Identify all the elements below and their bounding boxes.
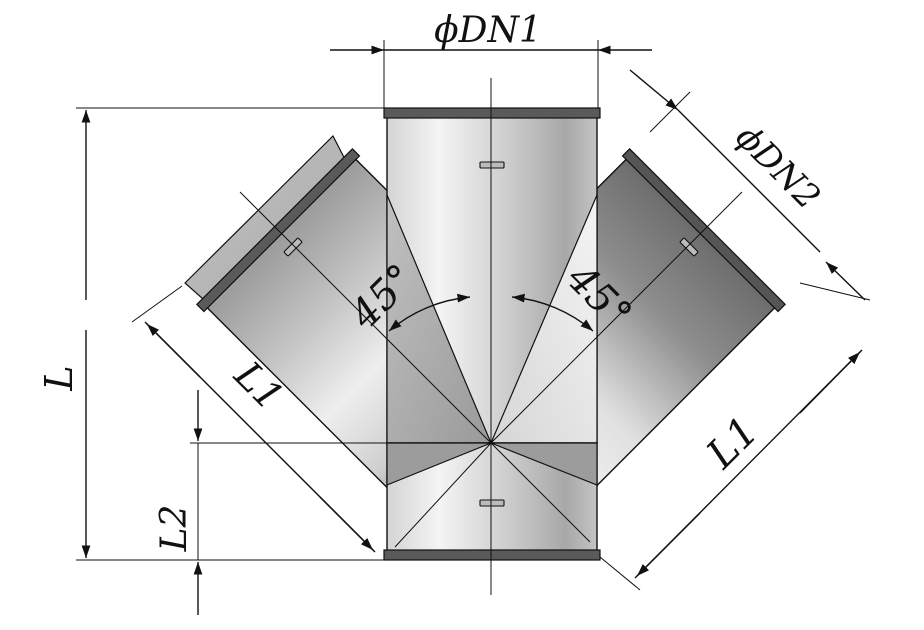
center-lines — [190, 78, 743, 595]
dimension-l1-right — [599, 349, 863, 591]
top-flange — [383, 107, 601, 119]
dimension-dn2 — [629, 69, 871, 301]
main-pipe-bottom — [383, 442, 601, 561]
angle-arc — [388, 293, 594, 332]
dimension-l1-left — [131, 285, 376, 553]
label-l1-right: L1 — [697, 408, 767, 478]
dimension-l — [76, 107, 386, 561]
bottom-slot-mark — [479, 499, 505, 507]
label-dn1: ϕDN1 — [434, 10, 542, 51]
label-l: L — [37, 365, 81, 391]
dimension-dn1 — [330, 40, 652, 108]
right-branch-slot-mark — [679, 237, 699, 257]
bottom-flange — [383, 549, 601, 561]
left-branch-slot-mark — [283, 237, 303, 257]
label-l2: L2 — [154, 505, 195, 553]
top-slot-mark — [479, 161, 505, 169]
label-dn2: ϕDN2 — [728, 117, 828, 217]
